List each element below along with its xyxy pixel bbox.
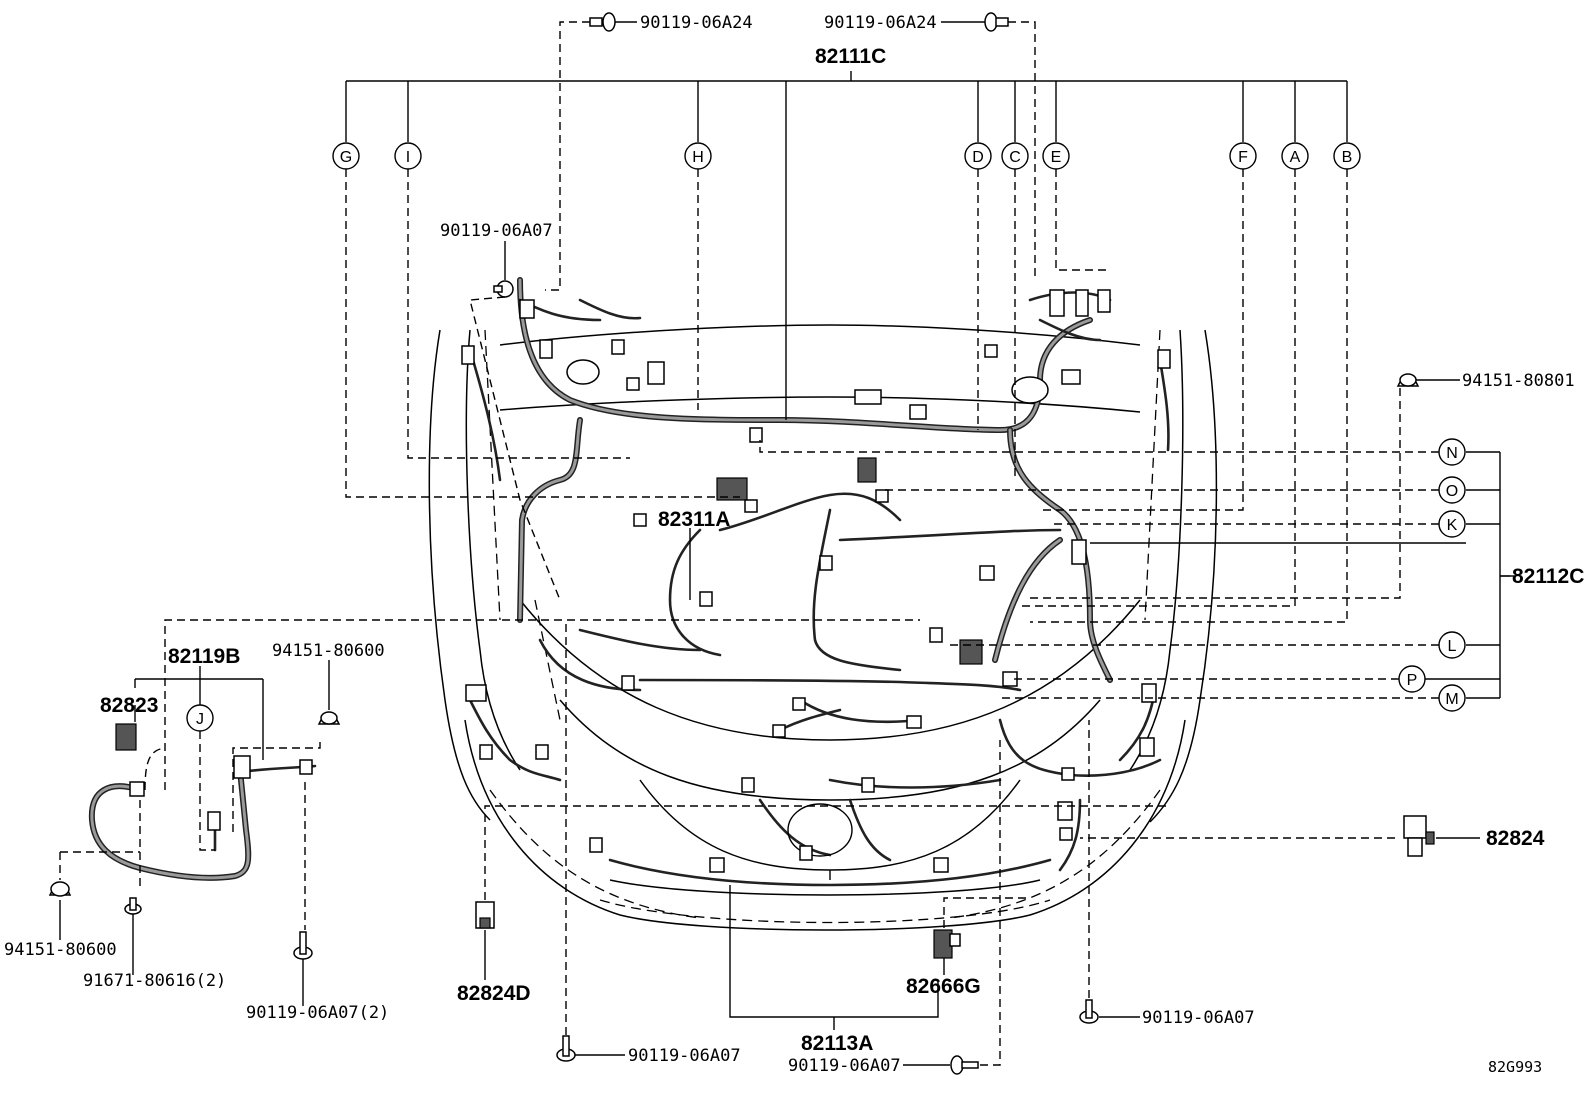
callout-p-label: P: [1407, 672, 1418, 689]
callout-g-label: G: [340, 149, 352, 166]
label-82113a: 82113A: [801, 1032, 873, 1055]
harness-82119b: [59, 619, 920, 930]
callout-i: I: [394, 142, 422, 170]
callout-m-label: M: [1445, 691, 1458, 708]
top-callouts: G I H D C E F A B: [332, 142, 1361, 170]
label-82824: 82824: [1486, 827, 1545, 850]
bolt-icon: [293, 931, 313, 960]
callout-c: C: [1001, 142, 1029, 170]
fastener-leaders: [59, 21, 1515, 1066]
callout-o-label: O: [1446, 483, 1458, 500]
label-82666g: 82666G: [906, 975, 981, 998]
sensor-connector-icon: [1403, 815, 1435, 857]
callout-i-label: I: [406, 149, 410, 166]
bolt-icon: [1079, 999, 1099, 1024]
callout-n-label: N: [1446, 445, 1458, 462]
harness-connectors: [461, 289, 1171, 873]
callout-e: E: [1042, 142, 1070, 170]
bolt-icon: [556, 1035, 576, 1062]
label-clip-right: 94151-80801: [1462, 371, 1575, 391]
bolt-icon: [493, 280, 514, 298]
callout-e-label: E: [1051, 149, 1062, 166]
clip-icon: [317, 711, 341, 725]
callout-l: L: [1438, 631, 1466, 659]
label-bolt-upper-left: 90119-06A07: [440, 221, 553, 241]
bolt-icon: [124, 897, 142, 915]
callout-j-label: J: [196, 711, 204, 728]
label-bolt-top-right: 90119-06A24: [824, 13, 937, 33]
vehicle-body-outline: [428, 324, 1218, 931]
connector-icon: [933, 929, 961, 959]
label-82824d: 82824D: [457, 982, 531, 1005]
fastener-icons: [48, 12, 1420, 1075]
label-82111c: 82111C: [815, 45, 886, 68]
clip-icon: [1396, 373, 1420, 387]
harness-82111c-bracket: [345, 71, 1348, 420]
callout-j: J: [186, 704, 214, 732]
callout-p: P: [1398, 665, 1426, 693]
callout-a: A: [1281, 142, 1309, 170]
bolt-icon: [950, 1055, 979, 1075]
right-callouts: N O K L P M: [1398, 438, 1466, 712]
callout-b-label: B: [1342, 149, 1353, 166]
right-callout-leaders: [759, 440, 1439, 699]
callout-g: G: [332, 142, 360, 170]
callout-a-label: A: [1290, 149, 1301, 166]
callout-f-label: F: [1238, 149, 1248, 166]
label-clip-left-upper: 94151-80600: [272, 641, 385, 661]
sensor-connector-icon: [475, 901, 495, 929]
callout-b: B: [1333, 142, 1361, 170]
diagram-reference: 82G993: [1488, 1058, 1542, 1076]
label-bolt-bottom-center-left: 90119-06A07: [628, 1046, 741, 1066]
callout-k-label: K: [1447, 517, 1458, 534]
callout-c-label: C: [1009, 149, 1021, 166]
callout-h-label: H: [692, 149, 704, 166]
label-82112c: 82112C: [1512, 565, 1584, 588]
label-82823: 82823: [100, 694, 158, 717]
label-clip-left-lower: 94151-80600: [4, 940, 117, 960]
callout-o: O: [1438, 476, 1466, 504]
callout-n: N: [1438, 438, 1466, 466]
callout-k: K: [1438, 510, 1466, 538]
label-82119b: 82119B: [168, 645, 240, 668]
connector-part-icons: [475, 815, 1435, 959]
part-labels: 82111C 82112C 82311A 82113A 82119B 82823…: [4, 13, 1584, 1076]
callout-m: M: [1438, 684, 1466, 712]
bolt-icon: [589, 12, 616, 32]
label-bolt-left-qty2: 90119-06A07(2): [246, 1003, 389, 1023]
top-callout-leaders: [345, 169, 1348, 623]
bolt-icon: [984, 12, 1009, 32]
callout-l-label: L: [1448, 638, 1457, 655]
callout-f: F: [1229, 142, 1257, 170]
label-bolt-bottom-right: 90119-06A07: [1142, 1008, 1255, 1028]
label-82311a: 82311A: [658, 508, 730, 531]
callout-d-label: D: [972, 149, 984, 166]
label-bolt-top-left: 90119-06A24: [640, 13, 753, 33]
callout-d: D: [964, 142, 992, 170]
callout-h: H: [684, 142, 712, 170]
label-bolt-left-qty: 91671-80616(2): [83, 971, 226, 991]
label-bolt-bottom-center: 90119-06A07: [788, 1056, 901, 1076]
clip-icon: [48, 881, 72, 897]
